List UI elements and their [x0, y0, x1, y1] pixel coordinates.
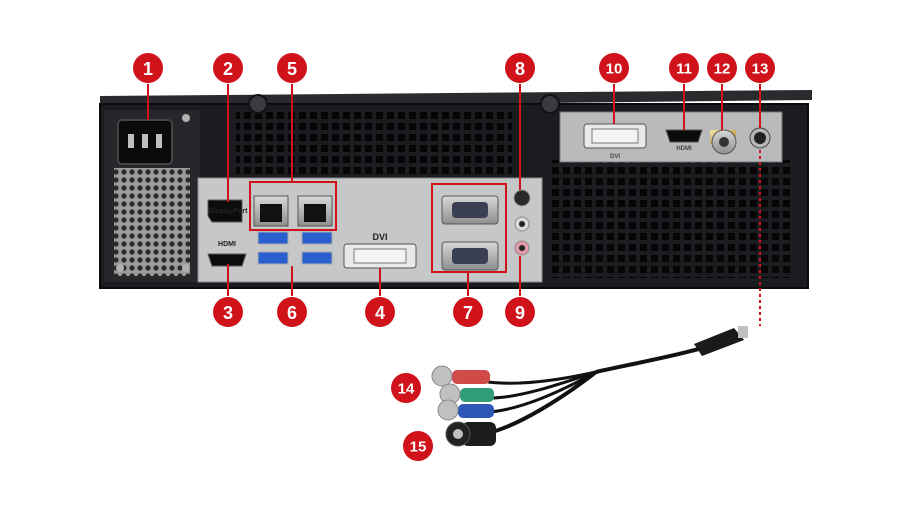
leader-lines — [147, 84, 761, 326]
displayport-connector: DisplayPort — [207, 199, 249, 223]
callout-audio-bottom: 9 — [505, 297, 535, 327]
right-vent — [552, 160, 792, 278]
expansion-card-bracket: DVI HDMI — [559, 111, 783, 163]
displayport-label: DisplayPort — [209, 208, 249, 215]
callout-circle — [213, 53, 243, 83]
callout-circle — [277, 53, 307, 83]
serial-ports-connector — [441, 195, 499, 271]
io-shield: DisplayPort HDMI DVI — [197, 177, 543, 283]
callout-circle — [745, 53, 775, 83]
callout-mini-din: 13 — [745, 53, 775, 83]
callout-circle — [213, 297, 243, 327]
callout-number: 12 — [714, 61, 731, 78]
component-rca-plugs — [431, 365, 494, 421]
callout-circle — [707, 53, 737, 83]
audio-jacks — [513, 189, 531, 256]
component-cable — [431, 326, 748, 447]
callout-audio-top: 8 — [505, 53, 535, 83]
callout-number: 9 — [515, 303, 525, 323]
callout-circle — [505, 297, 535, 327]
callout-number: 11 — [676, 61, 692, 78]
hdmi-card-label: HDMI — [676, 146, 692, 152]
dvi-onboard-label: DVI — [372, 232, 387, 242]
bnc-connector — [710, 129, 737, 155]
callout-number: 2 — [223, 59, 233, 79]
power-inlet — [117, 119, 173, 165]
callout-number: 7 — [463, 303, 473, 323]
callout-circle — [403, 431, 433, 461]
callout-number: 10 — [606, 61, 623, 78]
svideo-adapter-plug — [445, 421, 496, 447]
callout-dvi-card: 10 — [599, 53, 629, 83]
callout-power-inlet: 1 — [133, 53, 163, 83]
callout-svideo-adapter: 15 — [403, 431, 433, 461]
callout-circle — [453, 297, 483, 327]
usb-ports-connector — [257, 231, 333, 265]
thumbscrew-left — [248, 94, 268, 114]
callout-displayport: 2 — [213, 53, 243, 83]
callout-number: 8 — [515, 59, 525, 79]
mini-din-connector — [749, 127, 771, 149]
callout-bnc-connector: 12 — [707, 53, 737, 83]
thumbscrew-right — [540, 94, 560, 114]
callout-circle — [133, 53, 163, 83]
dvi-card-label: DVI — [610, 154, 620, 160]
callout-number: 4 — [375, 303, 385, 323]
hdmi-onboard-connector: HDMI — [207, 241, 247, 267]
callout-circle — [505, 53, 535, 83]
lan-ports-connector — [253, 195, 333, 227]
callout-number: 1 — [143, 59, 153, 79]
hdmi-card-connector: HDMI — [665, 129, 703, 152]
callout-lan-ports: 5 — [277, 53, 307, 83]
callout-number: 3 — [223, 303, 233, 323]
dvi-card-connector: DVI — [583, 123, 647, 160]
callout-circle — [277, 297, 307, 327]
callout-component-rca: 14 — [391, 373, 421, 403]
callout-hdmi-onboard: 3 — [213, 297, 243, 327]
callout-hdmi-card: 11 — [669, 53, 699, 83]
callout-serial-ports: 7 — [453, 297, 483, 327]
hdmi-onboard-label: HDMI — [218, 241, 236, 248]
callout-number: 6 — [287, 303, 297, 323]
callout-number: 5 — [287, 59, 297, 79]
mini-din-plug — [694, 326, 748, 356]
callout-number: 14 — [398, 381, 415, 398]
callout-circle — [669, 53, 699, 83]
callout-circle — [365, 297, 395, 327]
callout-number: 15 — [410, 439, 427, 456]
top-vent — [236, 108, 512, 174]
callout-circle — [391, 373, 421, 403]
callout-usb-ports: 6 — [277, 297, 307, 327]
callout-number: 13 — [752, 61, 769, 78]
power-supply — [104, 110, 200, 282]
callout-circle — [599, 53, 629, 83]
dvi-onboard-connector: DVI — [343, 232, 417, 269]
callout-dvi-onboard: 4 — [365, 297, 395, 327]
